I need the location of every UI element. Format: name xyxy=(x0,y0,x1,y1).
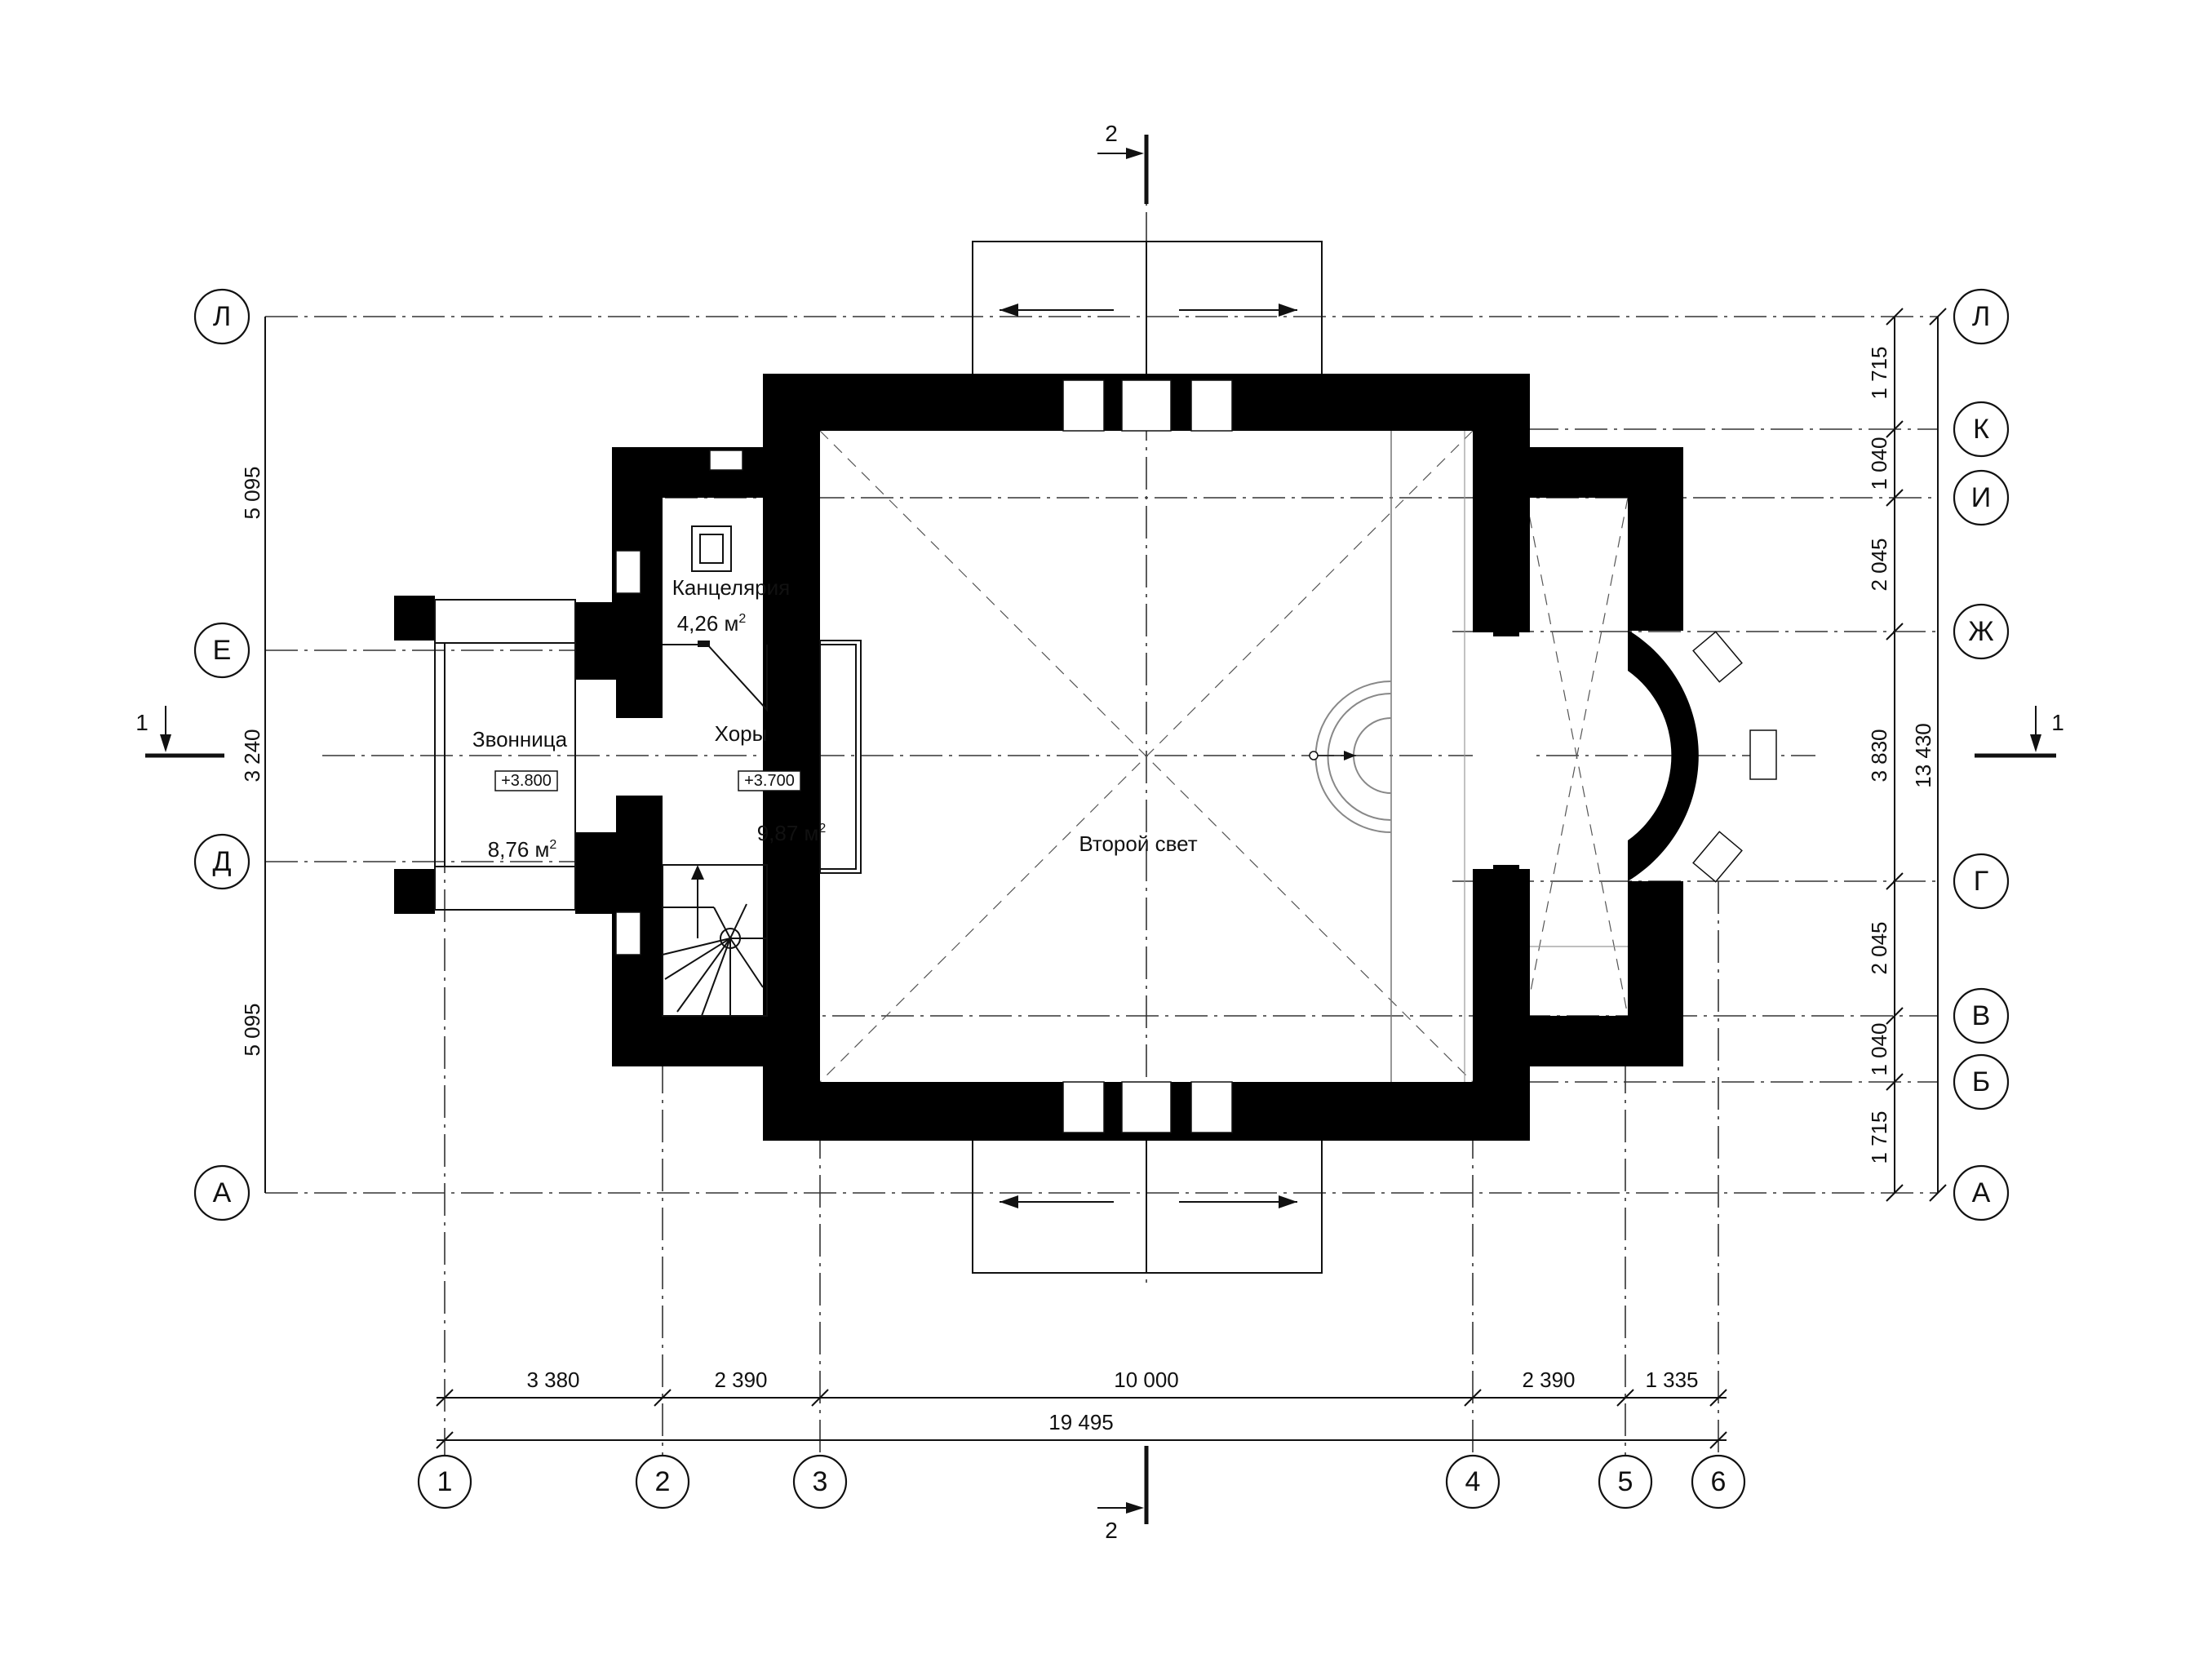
north-windows xyxy=(1062,379,1233,432)
dim-bottom-total: 19 495 xyxy=(1048,1410,1114,1434)
row-label-v: В xyxy=(1972,1000,1991,1031)
section-1-label-left: 1 xyxy=(135,710,149,735)
main-hall-lines xyxy=(819,430,1474,1083)
dim-bottom-2: 2 390 xyxy=(714,1368,767,1392)
bottom-dimensions: 3 380 2 390 10 000 2 390 1 335 19 495 xyxy=(436,1368,1727,1449)
col-label-6: 6 xyxy=(1711,1466,1727,1497)
section-1-label-right: 1 xyxy=(2051,710,2064,735)
dim-right-3: 2 045 xyxy=(1867,538,1891,591)
row-label-a-left: А xyxy=(213,1177,232,1208)
room-labels: Канцелярия 4,26 м2 Звонница +3.800 8,76 … xyxy=(472,575,1198,862)
section-2-label-top: 2 xyxy=(1105,121,1118,146)
row-label-d-left: Д xyxy=(212,846,231,877)
row-label-b: Б xyxy=(1972,1066,1990,1097)
office-area: 4,26 м2 xyxy=(677,611,747,636)
dim-left-1: 5 095 xyxy=(240,466,264,519)
belfry-area: 8,76 м2 xyxy=(488,837,557,862)
row-markers-left: Л Е Д А xyxy=(193,288,250,1221)
dim-bottom-4: 2 390 xyxy=(1522,1368,1575,1392)
col-label-3: 3 xyxy=(813,1466,828,1497)
choir-area: 9,87 м2 xyxy=(757,821,827,845)
section-marks: 1 1 2 2 xyxy=(135,121,2064,1543)
dim-bottom-5: 1 335 xyxy=(1645,1368,1698,1392)
dim-bottom-1: 3 380 xyxy=(526,1368,579,1392)
dim-right-6: 1 040 xyxy=(1867,1022,1891,1075)
col-label-2: 2 xyxy=(655,1466,671,1497)
dim-left-3: 5 095 xyxy=(240,1003,264,1056)
row-label-k: К xyxy=(1973,414,1989,445)
row-markers-right: Л К И Ж Г В Б А xyxy=(1953,288,2010,1221)
column-markers: 1 2 3 4 5 6 xyxy=(417,1454,1746,1509)
dim-right-1: 1 715 xyxy=(1867,346,1891,399)
office-name: Канцелярия xyxy=(672,575,790,600)
left-dimensions: 5 095 3 240 5 095 xyxy=(240,317,266,1193)
choir-elevation: +3.700 xyxy=(738,770,801,791)
right-dimensions: 1 715 1 040 2 045 3 830 2 045 1 040 1 71… xyxy=(1867,308,1947,1202)
col-label-4: 4 xyxy=(1465,1466,1481,1497)
dim-right-7: 1 715 xyxy=(1867,1111,1891,1164)
svg-text:+3.800: +3.800 xyxy=(501,772,552,790)
row-label-l-right: Л xyxy=(1972,301,1990,332)
dim-right-5: 2 045 xyxy=(1867,921,1891,974)
row-label-a-right: А xyxy=(1972,1177,1991,1208)
dim-right-2: 1 040 xyxy=(1867,437,1891,490)
row-label-e-left: Е xyxy=(213,635,232,666)
row-label-i: И xyxy=(1971,482,1991,513)
row-label-g: Г xyxy=(1974,866,1988,897)
section-2-label-bottom: 2 xyxy=(1105,1518,1118,1543)
dim-bottom-3: 10 000 xyxy=(1114,1368,1179,1392)
choir-name: Хоры xyxy=(715,721,768,746)
row-label-zh: Ж xyxy=(1968,616,1993,647)
col-label-1: 1 xyxy=(437,1466,453,1497)
belfry-elevation: +3.800 xyxy=(494,770,558,791)
spiral-stair xyxy=(662,864,768,1017)
main-hall-label: Второй свет xyxy=(1079,831,1197,856)
svg-text:+3.700: +3.700 xyxy=(744,772,795,790)
col-label-5: 5 xyxy=(1618,1466,1634,1497)
altar-lines xyxy=(1525,497,1629,1017)
belfry-name: Звонница xyxy=(472,727,568,751)
row-label-l-left: Л xyxy=(213,301,231,332)
south-windows xyxy=(1062,1081,1233,1133)
dim-left-2: 3 240 xyxy=(240,729,264,782)
walls xyxy=(394,374,1777,1141)
dim-right-total: 13 430 xyxy=(1911,723,1935,788)
dim-right-4: 3 830 xyxy=(1867,729,1891,782)
diagonal-2 xyxy=(819,430,1474,1083)
office-details xyxy=(663,525,862,874)
